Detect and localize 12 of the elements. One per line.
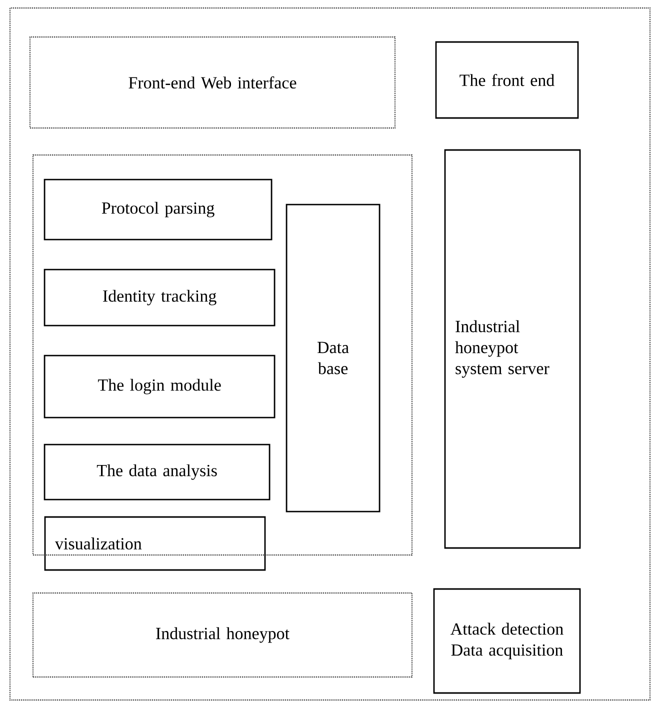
- group-box: [32, 154, 412, 556]
- interface-box: Front-end Web interface: [30, 36, 396, 128]
- module-box: visualization: [44, 516, 266, 571]
- module-box: The login module: [44, 354, 276, 418]
- component-box: The front end: [435, 41, 579, 119]
- function-box: Attack detection Data acquisition: [433, 588, 581, 694]
- module-box: Identity tracking: [44, 268, 276, 326]
- database-box: Data base: [286, 204, 380, 512]
- server-box: Industrial honeypot system server: [444, 149, 581, 549]
- module-box: The data analysis: [44, 444, 270, 500]
- module-box: Protocol parsing: [44, 178, 272, 240]
- honeypot-box: Industrial honeypot: [32, 592, 412, 678]
